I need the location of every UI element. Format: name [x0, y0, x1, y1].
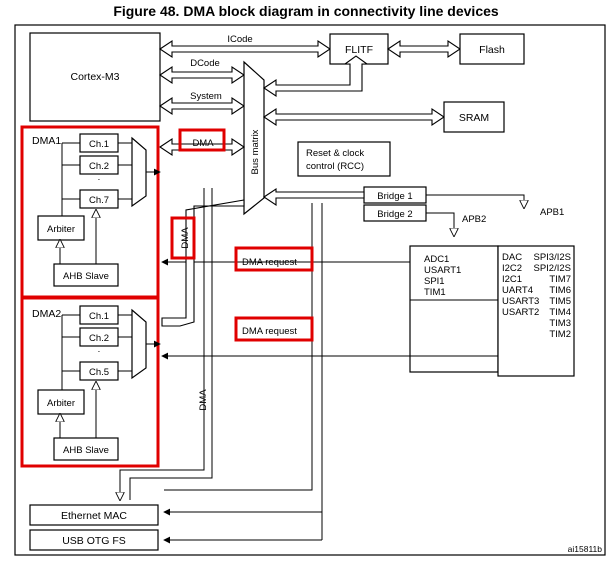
apb1-col2-6: TIM3: [549, 318, 571, 329]
apb1-bus: [426, 194, 524, 208]
dma1-ch-wires: [118, 142, 132, 200]
dma-request-2: DMA request: [242, 326, 297, 337]
dma-request-2-highlight: [234, 316, 314, 342]
dma2-ch5-label: Ch.5: [89, 367, 109, 378]
bus-matrix-label: Bus matrix: [250, 129, 261, 174]
dma1-dots: ·: [97, 174, 100, 185]
system-label: System: [190, 91, 222, 102]
dma1-label: DMA1: [32, 135, 61, 147]
apb1-col2-1: SPI2/I2S: [534, 263, 572, 274]
dma1-arb-wires: [61, 142, 80, 216]
sram-block: [443, 101, 505, 133]
ref-code: ai15811b: [568, 544, 603, 554]
apb2-periph-0: ADC1: [424, 254, 449, 265]
apb1-col2-3: TIM6: [549, 285, 571, 296]
dma-long-bus: [120, 188, 205, 500]
apb1-col1-0: DAC: [502, 252, 522, 263]
flitf-label: FLITF: [345, 44, 373, 56]
bridge1-label: Bridge 1: [377, 191, 412, 202]
apb1-col2-7: TIM2: [549, 329, 571, 340]
apb2-label: APB2: [462, 214, 486, 225]
usb-otg-block: [29, 529, 159, 551]
dma-highlight: [178, 128, 226, 152]
dma2-ch2-label: Ch.2: [89, 333, 109, 344]
dma2-arb-wires: [61, 314, 80, 390]
dcode-bus: [159, 65, 245, 85]
apb1-peripherals: [497, 245, 575, 377]
bus-matrix: [243, 60, 265, 216]
rcc-label-line2: control (RCC): [306, 161, 364, 172]
dma2-arbiter: [37, 389, 85, 415]
apb1-col2-0: SPI3/I2S: [534, 252, 572, 263]
apb2-periph-2: SPI1: [424, 276, 445, 287]
ethernet-mac-block: [29, 504, 159, 526]
matrix-flitf-bus: [263, 55, 369, 98]
flash-block: [459, 33, 525, 65]
dma1-arbiter-label: Arbiter: [47, 224, 75, 235]
apb2-periph-1: USART1: [424, 265, 461, 276]
apb1-label: APB1: [540, 207, 564, 218]
dma-request-1-highlight: [234, 246, 314, 272]
apb1-col1-1: I2C2: [502, 263, 522, 274]
apb1-col1-5: USART2: [502, 307, 539, 318]
ethernet-mac-label: Ethernet MAC: [61, 510, 127, 522]
dma-bus: [159, 137, 245, 157]
matrix-sram-bus: [263, 107, 445, 127]
dma2-ch1-label: Ch.1: [89, 311, 109, 322]
dma2-dots: ·: [97, 346, 100, 357]
dma-long-label: DMA: [198, 389, 209, 411]
dma2-label: DMA2: [32, 308, 61, 320]
matrix-ethernet-wire: [164, 203, 313, 491]
flash-label: Flash: [479, 44, 505, 56]
dma-bus-label: DMA: [192, 138, 214, 149]
dma-request-1: DMA request: [242, 257, 297, 268]
rcc-block: [297, 141, 391, 177]
icode-label: ICode: [227, 34, 252, 45]
apb1-col2-2: TIM7: [549, 274, 571, 285]
dma1-mux: [131, 136, 147, 208]
cortex-m3-label: Cortex-M3: [70, 71, 119, 83]
apb1-col1-3: UART4: [502, 285, 533, 296]
dma1-ch2-label: Ch.2: [89, 161, 109, 172]
dma-vertical-label: DMA: [180, 227, 191, 249]
apb1-col2-5: TIM4: [549, 307, 571, 318]
dma1-ahb-slave: [53, 263, 119, 287]
apb2-bus: [426, 212, 454, 236]
cortex-m3-block: [29, 32, 161, 122]
dcode-label: DCode: [190, 58, 220, 69]
dma1-arbiter: [37, 215, 85, 241]
apb1-col2-4: TIM5: [549, 296, 571, 307]
figure-title: Figure 48. DMA block diagram in connecti…: [113, 3, 499, 19]
sram-label: SRAM: [459, 112, 489, 124]
apb1-col1-2: I2C1: [502, 274, 522, 285]
dma1-ahb-label: AHB Slave: [63, 271, 109, 282]
dma1-ch7-label: Ch.7: [89, 195, 109, 206]
bridge2-label: Bridge 2: [377, 209, 412, 220]
dma2-highlight: [20, 296, 160, 468]
dma2-ahb-slave: [53, 437, 119, 461]
apb2-peripherals: [409, 245, 499, 373]
usb-otg-label: USB OTG FS: [62, 535, 126, 547]
rcc-label-line1: Reset & clock: [306, 148, 364, 159]
dma2-ahb-label: AHB Slave: [63, 445, 109, 456]
apb2-periph-3: TIM1: [424, 287, 446, 298]
dma2-ch-wires: [118, 314, 132, 372]
dma-vertical-bus: [161, 199, 245, 327]
dma-vertical-highlight: [170, 216, 196, 260]
flash-bus: [387, 39, 461, 59]
matrix-bridge-bus: [263, 187, 365, 207]
dma2-mux: [131, 308, 147, 380]
dma1-ch1-label: Ch.1: [89, 139, 109, 150]
dma-long-bus-2: [129, 188, 213, 500]
outer-frame: [14, 24, 606, 556]
apb1-col1-4: USART3: [502, 296, 539, 307]
dma2-arbiter-label: Arbiter: [47, 398, 75, 409]
